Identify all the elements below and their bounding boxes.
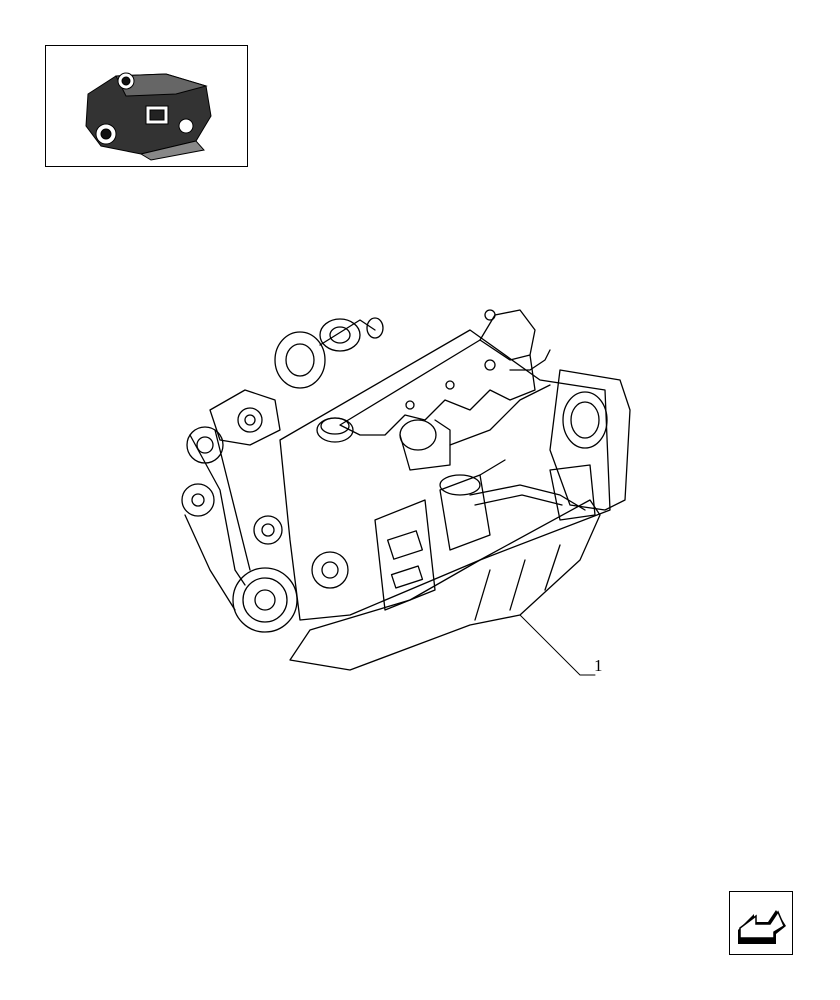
engine-assembly-drawing [181, 309, 631, 676]
callout-label-1: 1 [594, 656, 603, 675]
engine-block [279, 329, 611, 621]
navigation-button[interactable] [729, 891, 793, 955]
alternator [209, 389, 281, 446]
fuel-lines [449, 384, 586, 511]
fuel-filter [439, 459, 506, 551]
arrow-down-left-icon [738, 910, 786, 944]
ecu-module [374, 499, 436, 611]
intake-elbow [399, 419, 451, 471]
callout-leader-line [519, 614, 596, 676]
turbocharger [274, 317, 384, 389]
flywheel-housing [549, 369, 631, 521]
oil-pan [289, 499, 601, 671]
front-pulleys [181, 426, 349, 633]
engine-thumbnail-icon [85, 72, 212, 161]
valve-cover [339, 339, 536, 436]
engine-thumbnail[interactable] [45, 45, 248, 167]
